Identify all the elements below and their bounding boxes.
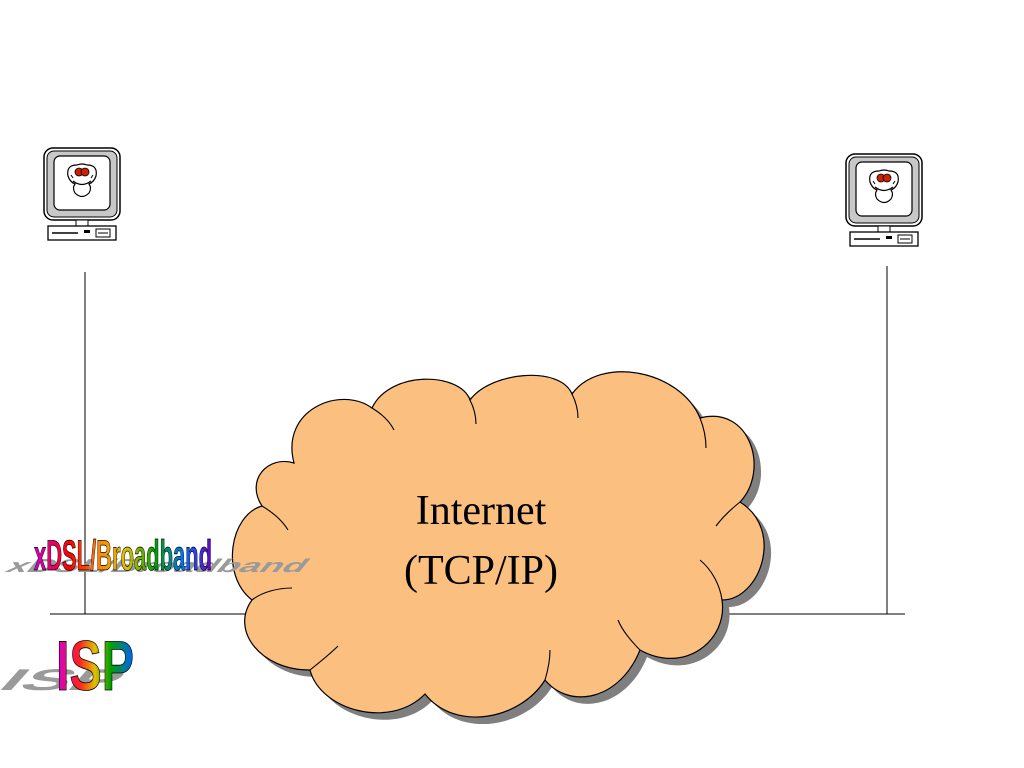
internet-cloud: Internet (TCP/IP) — [231, 371, 772, 725]
right-computer-icon — [845, 153, 923, 247]
cloud-label-line2: (TCP/IP) — [404, 548, 558, 594]
isp-label: ISP ISP — [0, 626, 136, 706]
cloud-label-line1: Internet — [416, 488, 547, 534]
broadband-label-shadow: xDSL/Broadband — [0, 555, 315, 576]
cloud-body — [231, 371, 765, 718]
broadband-label-text: xDSL/Broadband — [34, 532, 212, 579]
isp-label-text: ISP — [56, 626, 134, 705]
left-computer-icon — [43, 147, 121, 241]
broadband-label: xDSL/Broadband xDSL/Broadband — [0, 532, 315, 580]
